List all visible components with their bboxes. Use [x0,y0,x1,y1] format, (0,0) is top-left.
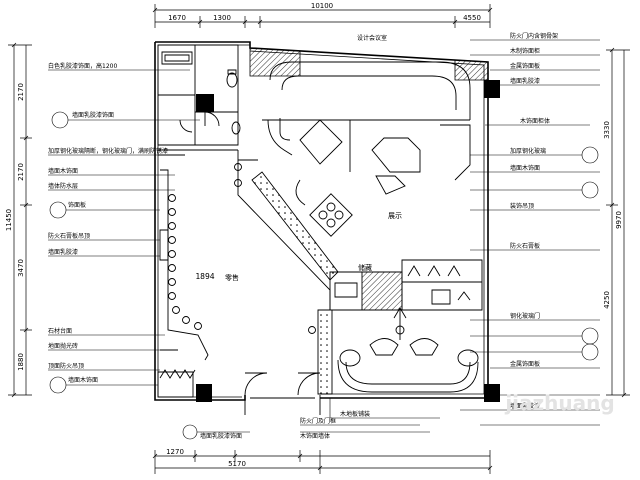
top-dimension-1: 1670 [168,14,186,22]
callout-left-8: 墙面乳胶漆 [48,248,78,256]
callout-left-4: 墙面木饰面 [48,167,78,175]
lower-display [318,308,479,394]
callout-bottom-2: 防火门及门框 [300,417,336,425]
top-dimension-2: 1300 [213,14,231,22]
central-counter [330,260,482,310]
callout-right-6: 加厚钢化玻璃 [510,147,546,155]
bottom-total-dimension: 5170 [228,460,246,468]
callout-right-5: 木饰面柜体 [520,117,550,125]
callout-right-10: 钢化玻璃门 [510,312,540,320]
left-dimension-4: 1880 [17,353,25,371]
callout-bottom-1: 木地板铺装 [340,410,370,418]
callout-right-2: 木制饰面柜 [510,47,540,55]
callout-left-7: 防火石膏板吊顶 [48,232,90,240]
callout-right-7: 墙面木饰面 [510,164,540,172]
bathtub [162,52,192,64]
callout-left-11: 顶面防火吊顶 [48,362,84,370]
top-dimension-chain [153,4,492,28]
right-dimension-2: 4250 [603,291,611,309]
callout-right-11: 金属饰面板 [510,360,540,368]
column [484,384,500,402]
callout-left-5: 墙体防水层 [48,182,78,190]
callout-right-9: 防火石膏板 [510,242,540,250]
storage-label: 储藏 [358,263,372,272]
left-dimension-2: 2170 [17,163,25,181]
left-dimension-chain [8,43,32,397]
column [196,384,212,402]
right-total-dimension: 9970 [615,211,623,229]
left-total-dimension: 11450 [5,209,13,231]
left-callouts: 白色乳胶漆饰面，高1200 墙面乳胶漆饰面 加厚钢化玻璃隔断，钢化玻璃门，满刷防… [48,62,168,384]
callout-right-3: 金属饰面板 [510,62,540,70]
column [196,94,214,112]
right-callout-leaders [460,40,600,425]
callout-right-12: 墙面乳胶漆 [510,402,540,410]
callout-left-10: 地面抛光砖 [48,342,78,350]
callout-bottom-3: 木饰面墙体 [300,432,330,440]
column [484,80,500,98]
callout-right-1: 防火门内含钢骨架 [510,32,558,40]
hall-label: 零售 [225,273,239,282]
bottom-dimension-chain [153,450,492,474]
bottom-callout-leaders [300,398,440,432]
callout-left-6: 饰面板 [68,201,86,209]
left-hall [158,150,330,397]
callout-left-9: 石材台面 [48,327,72,335]
right-dimension-1: 3330 [603,121,611,139]
lounge-area [262,62,470,236]
top-dimension-4: 4550 [463,14,481,22]
left-dimension-3: 3470 [17,259,25,277]
left-dimension-1: 2170 [17,83,25,101]
callout-bottom-4: 墙面乳胶漆饰面 [200,432,242,440]
top-total-dimension: 10100 [311,2,333,10]
reception-desk [158,372,193,397]
callout-right-8: 装饰吊顶 [510,202,534,210]
toilet [231,121,241,135]
top-room-note: 设计会议室 [357,34,387,42]
callout-left-3: 加厚钢化玻璃隔断，钢化玻璃门，满刷防锈漆 [48,147,168,155]
callout-left-12: 墙面木饰面 [68,376,98,384]
entrance-doors [245,373,320,415]
bottom-callouts: 木地板铺装 防火门及门框 木饰面墙体 墙面乳胶漆饰面 [200,410,370,440]
callout-left-1: 白色乳胶漆饰面，高1200 [48,62,117,70]
diagonal-partition [252,172,338,280]
bottom-dimension-1: 1270 [166,448,184,456]
right-dimension-chain [606,48,630,397]
callout-left-2: 墙面乳胶漆饰面 [72,111,114,119]
display-label: 展示 [388,212,402,220]
left-callout-leaders [48,70,250,439]
watermark: jiazhuang [504,391,614,415]
callout-right-4: 墙面乳胶漆 [510,77,540,85]
main-area-number: 1894 [195,272,214,281]
toilet [226,72,238,88]
right-callouts: 防火门内含钢骨架 木制饰面柜 金属饰面板 墙面乳胶漆 木饰面柜体 加厚钢化玻璃 … [510,32,558,410]
hatched-wall-top-right [455,60,488,80]
structural-columns [196,80,500,402]
washroom-block [158,45,241,155]
